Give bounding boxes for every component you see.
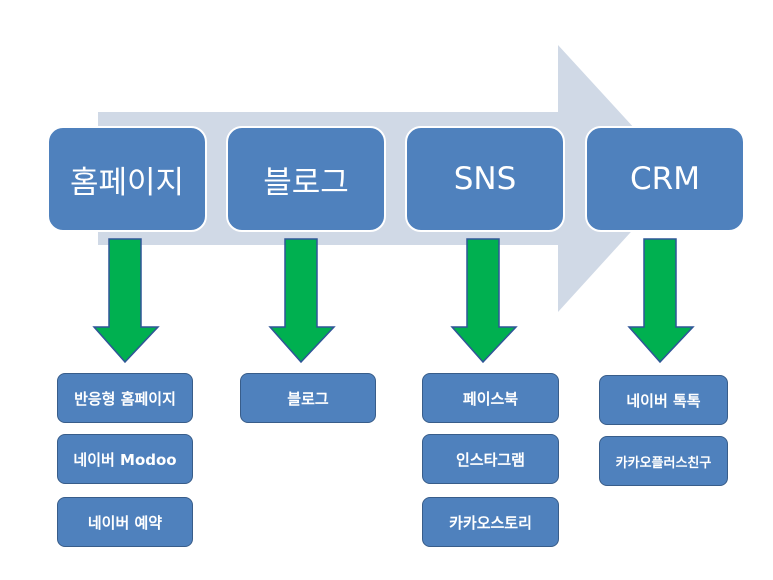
flow-arrow-shape	[98, 45, 680, 312]
stage-box-sns: SNS	[405, 126, 565, 232]
stage-box-homepage: 홈페이지	[47, 126, 207, 232]
stage-label: SNS	[453, 161, 517, 197]
item-label: 네이버 예약	[87, 513, 163, 532]
down-arrow-icon	[268, 238, 336, 364]
down-arrow-icon	[92, 238, 160, 364]
item-box: 카카오플러스친구	[599, 436, 728, 486]
down-arrow-icon	[627, 238, 695, 364]
item-label: 네이버 톡톡	[626, 391, 701, 410]
item-box: 네이버 예약	[57, 497, 193, 547]
item-box: 페이스북	[422, 373, 559, 423]
stage-label: 블로그	[263, 164, 349, 201]
item-box: 반응형 홈페이지	[57, 373, 193, 423]
item-label: 블로그	[287, 389, 329, 408]
item-box: 카카오스토리	[422, 497, 559, 547]
item-label: 반응형 홈페이지	[74, 389, 176, 408]
item-label: 카카오플러스친구	[615, 455, 712, 471]
item-box: 네이버 Modoo	[57, 434, 193, 484]
stage-label: 홈페이지	[69, 164, 185, 201]
item-label: 카카오스토리	[449, 513, 532, 532]
down-arrow-icon	[450, 238, 518, 364]
item-box: 블로그	[240, 373, 376, 423]
item-box: 인스타그램	[422, 434, 559, 484]
item-label: 네이버 Modoo	[73, 450, 177, 469]
item-label: 페이스북	[462, 389, 519, 408]
stage-box-crm: CRM	[585, 126, 745, 232]
item-label: 인스타그램	[455, 450, 525, 469]
item-box: 네이버 톡톡	[599, 375, 728, 425]
stage-box-blog: 블로그	[226, 126, 386, 232]
stage-label: CRM	[630, 161, 700, 197]
